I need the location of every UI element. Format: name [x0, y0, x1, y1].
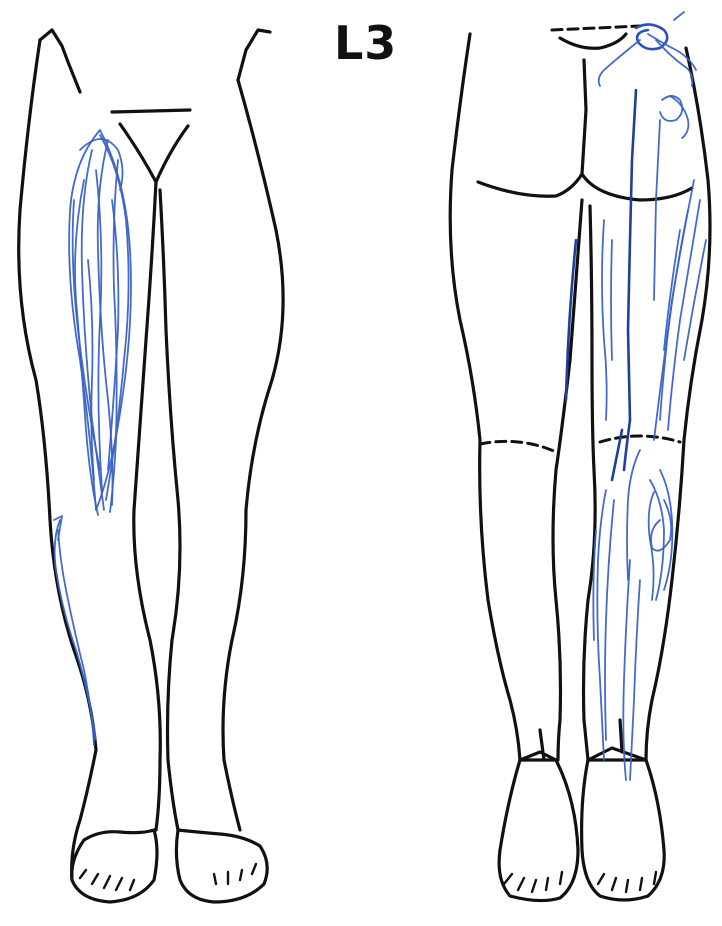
posterior-right-toes — [598, 872, 656, 892]
anterior-thigh-pain-marking — [69, 130, 131, 515]
anterior-leg-right-inner — [160, 190, 180, 830]
posterior-sacrum-curve — [560, 34, 626, 48]
posterior-legs-view — [450, 12, 710, 901]
posterior-thigh-pain-marking — [566, 90, 706, 440]
posterior-gluteal-cleft — [582, 60, 586, 174]
posterior-left-ankle — [520, 730, 556, 760]
anterior-right-toes — [214, 864, 256, 884]
posterior-calf-pain-marking — [593, 420, 672, 780]
posterior-right-foot — [582, 760, 665, 900]
posterior-right-knee-crease — [600, 436, 680, 442]
posterior-leg-right-inner — [584, 206, 596, 760]
anterior-left-foot — [72, 830, 157, 902]
anterior-right-foot — [176, 830, 267, 902]
posterior-left-toes — [504, 872, 562, 892]
posterior-leg-left-outer — [450, 34, 520, 760]
anterior-legs-view — [19, 30, 283, 902]
posterior-leg-left-inner — [553, 200, 582, 760]
posterior-left-foot — [499, 760, 578, 901]
posterior-right-ankle — [588, 720, 646, 760]
posterior-right-gluteal-fold — [582, 174, 692, 200]
posterior-left-knee-crease — [480, 441, 556, 452]
posterior-waist-line — [552, 26, 640, 30]
anterior-leg-left-inner — [134, 182, 160, 830]
anterior-leg-left-outer — [19, 40, 96, 880]
anterior-crotch — [120, 124, 188, 182]
posterior-buttock-pain-marking — [599, 12, 696, 138]
anterior-left-toes — [80, 870, 134, 890]
anterior-right-hip-line — [238, 30, 270, 80]
anterior-leg-right-outer — [223, 80, 283, 830]
posterior-leg-right-outer — [646, 48, 710, 760]
anterior-left-hip-line — [40, 30, 80, 92]
posterior-left-gluteal-fold — [478, 174, 582, 196]
anterior-groin-line — [112, 110, 190, 112]
